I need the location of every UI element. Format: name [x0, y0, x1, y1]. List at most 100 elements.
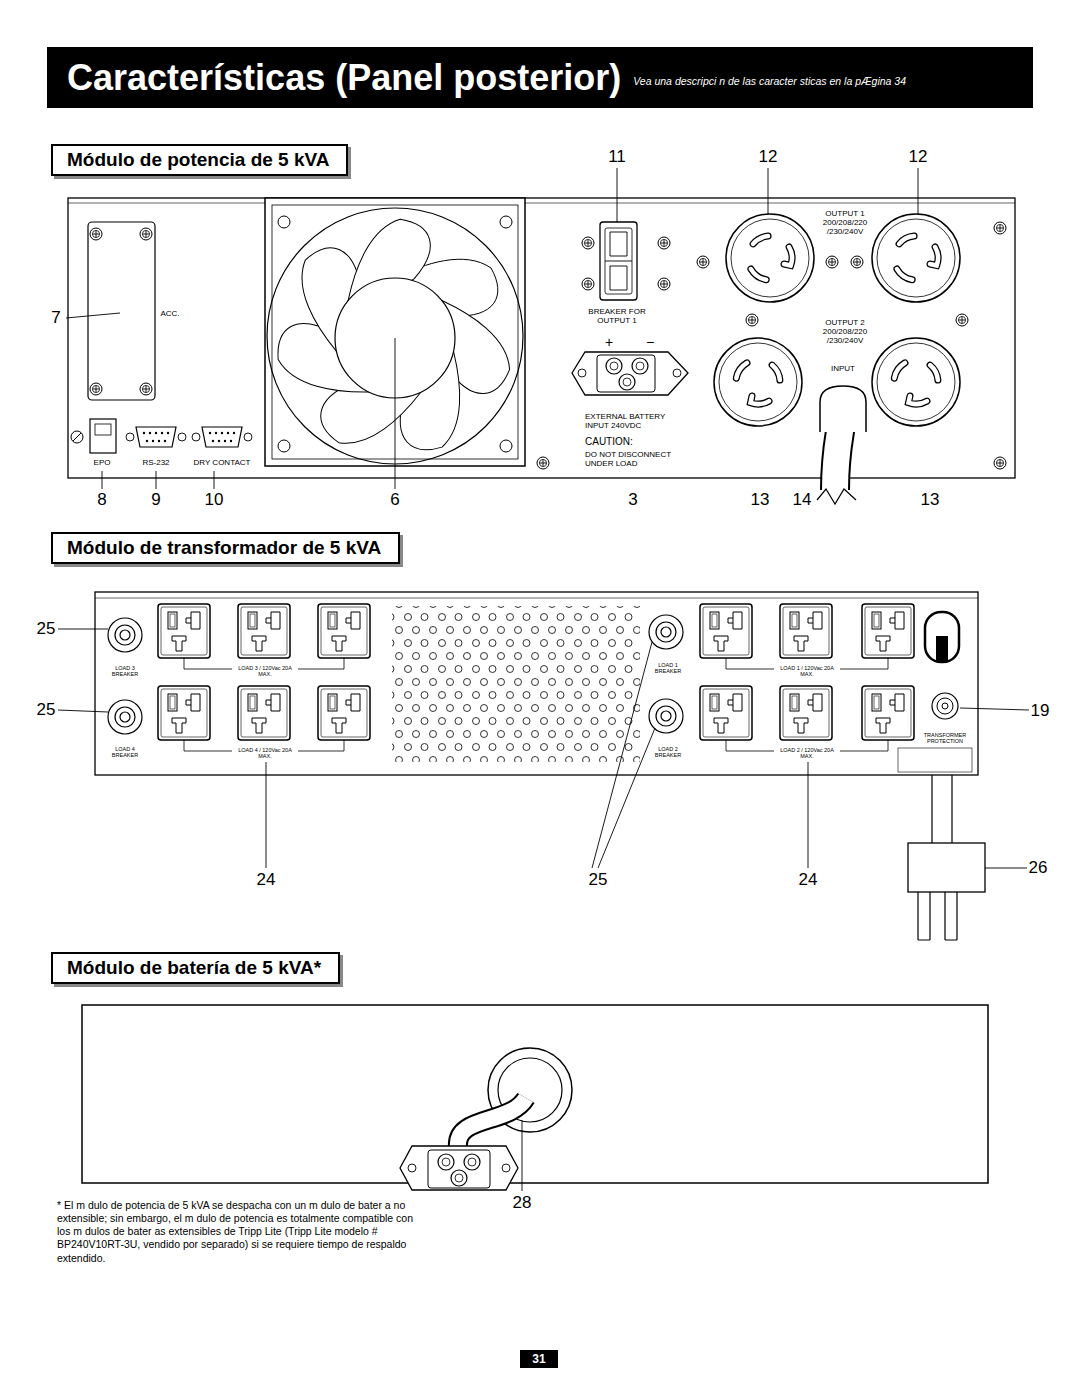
callout-number: 6 [390, 490, 399, 510]
panel-outline [95, 592, 978, 775]
cord [951, 775, 952, 843]
panel-marking: LOAD 4 / 120Vac 20A MAX. [237, 747, 293, 760]
connector-pin [438, 1154, 454, 1170]
callout-number: 8 [97, 490, 106, 510]
panel-marking: DRY CONTACT [194, 458, 251, 467]
panel-edge [95, 598, 978, 599]
fan-blades [268, 209, 520, 456]
section-heading: Módulo de transformador de 5 kVA [51, 532, 400, 564]
connector-pin [632, 358, 648, 374]
panel-marking: RS-232 [142, 458, 169, 467]
connector-pin [636, 362, 644, 370]
polarity-mark: − [646, 334, 654, 350]
battery-connector [400, 1146, 518, 1190]
epo-symbol [73, 433, 81, 441]
screws [90, 222, 1006, 469]
protection-button [932, 693, 958, 719]
leader-lines [66, 168, 918, 489]
callout-number: 28 [513, 1193, 532, 1213]
panel-marking: EPO [94, 458, 111, 467]
callout-number: 11 [608, 147, 626, 167]
cord-break [817, 489, 856, 504]
cord [936, 636, 948, 662]
callout-number: 10 [205, 490, 224, 510]
panel-marking: LOAD 3 / 120Vac 20A MAX. [237, 665, 293, 678]
connector-screw [244, 433, 252, 441]
panel-marking: OUTPUT 1 200/208/220 /230/240V [819, 209, 871, 237]
load-brackets [184, 658, 888, 751]
connector-screw [673, 369, 681, 377]
panel-marking: EXTERNAL BATTERY INPUT 240VDC [585, 412, 677, 430]
db9-connector [136, 427, 176, 447]
callout-number: 24 [799, 870, 818, 890]
db9-connector [202, 427, 242, 447]
accessory-plate [88, 222, 155, 400]
section-heading: Módulo de batería de 5 kVA* [51, 952, 340, 984]
power-module-panel [66, 168, 1015, 504]
battery-connector [572, 352, 688, 395]
cord-grommet [925, 612, 959, 662]
plug-prongs [918, 892, 957, 940]
panel-edge [68, 203, 1015, 204]
panel-marking: DO NOT DISCONNECT UNDER LOAD [585, 450, 681, 468]
connector-screw [578, 369, 586, 377]
epo-jack [95, 424, 111, 435]
panel-marking: LOAD 3 BREAKER [109, 665, 141, 678]
protection-button [942, 703, 948, 709]
callout-number: 14 [793, 490, 812, 510]
epo-symbol [71, 431, 83, 443]
heading-text: Módulo de potencia de 5 kVA [67, 149, 332, 171]
callout-number: 12 [909, 147, 928, 167]
section-heading: Módulo de potencia de 5 kVA [51, 144, 348, 176]
battery-connector [428, 1150, 490, 1188]
callout-number: 12 [759, 147, 778, 167]
panel-outline [82, 1005, 988, 1183]
connector-pin [455, 1174, 463, 1182]
breaker-rocker [605, 232, 632, 290]
strain-relief [820, 386, 866, 432]
panel-marking: ACC. [160, 309, 179, 318]
outlets [158, 604, 914, 740]
fan-screw [278, 216, 290, 228]
battery-module-panel [82, 1005, 988, 1191]
footnote: * El m dulo de potencia de 5 kVA se desp… [57, 1199, 417, 1265]
connector-screw [192, 433, 200, 441]
output-breaker [600, 222, 637, 300]
title-text: Características (Panel posterior) [67, 57, 621, 99]
output-breaker [605, 228, 632, 294]
callout-number: 13 [921, 490, 940, 510]
heading-text: Módulo de transformador de 5 kVA [67, 537, 384, 559]
connector-pin [442, 1158, 450, 1166]
connector-pin [464, 1154, 480, 1170]
connector-pin [468, 1158, 476, 1166]
battery-cable [458, 1098, 526, 1147]
heading-text: Módulo de batería de 5 kVA* [67, 957, 324, 979]
callout-number: 25 [37, 700, 56, 720]
callout-number: 13 [751, 490, 770, 510]
connector-pin [623, 378, 631, 386]
protection-button [937, 698, 953, 714]
vent-perforations [392, 606, 640, 762]
callout-number: 24 [257, 870, 276, 890]
panel-marking: LOAD 1 / 120Vac 20A MAX. [779, 665, 835, 678]
polarity-mark: + [605, 334, 613, 350]
callout-number: 25 [589, 870, 608, 890]
connector-pin [451, 1170, 467, 1186]
battery-connector [597, 355, 655, 392]
label-plate [898, 748, 972, 772]
page-number-box: 31 [520, 1350, 558, 1368]
connector-screw [502, 1164, 510, 1172]
callout-number: 3 [628, 490, 637, 510]
page-number-text: 31 [532, 1352, 545, 1366]
panel-outline [68, 198, 1015, 478]
panel-marking: BREAKER FOR OUTPUT 1 [586, 307, 648, 325]
callout-number: 26 [1029, 858, 1048, 878]
db9-pins [143, 432, 235, 442]
title-band: Características (Panel posterior)Vea una… [47, 47, 1033, 108]
panel-marking: LOAD 2 / 120Vac 20A MAX. [779, 747, 835, 760]
callout-number: 7 [51, 308, 60, 328]
panel-marking: TRANSFORMER PROTECTION [920, 732, 970, 745]
connector-screw [178, 433, 186, 441]
